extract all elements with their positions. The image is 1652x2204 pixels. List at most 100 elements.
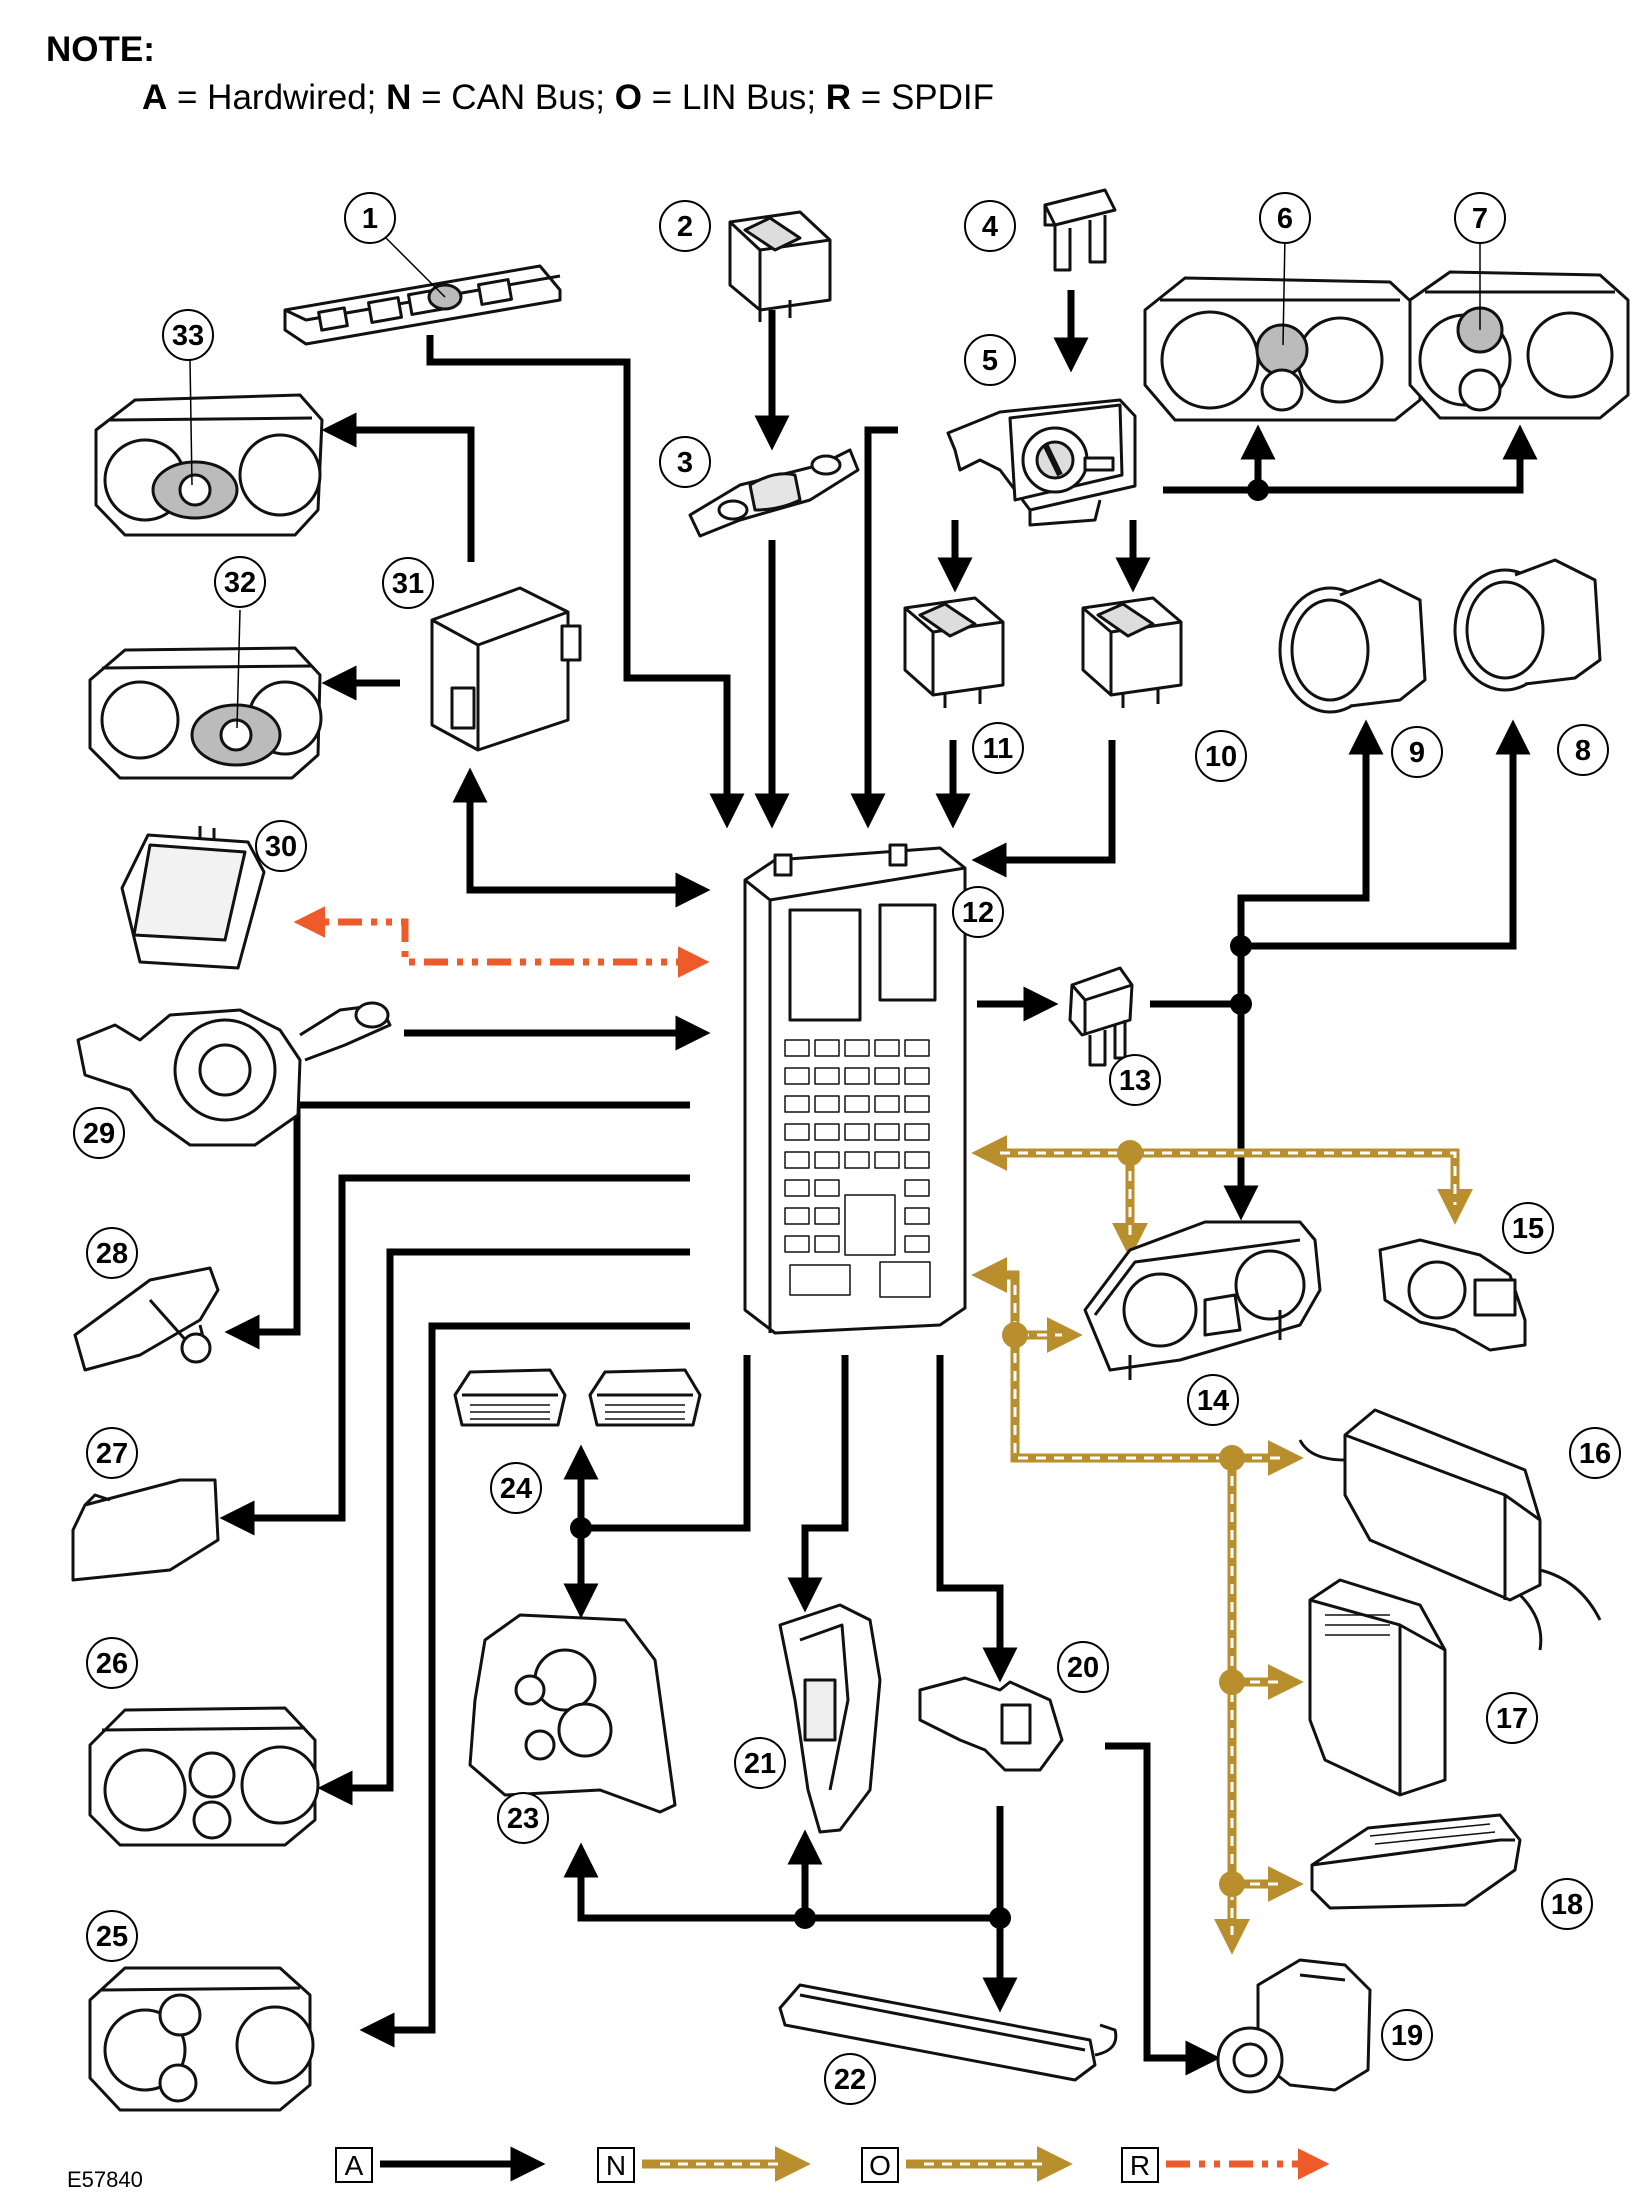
callout-label-27: 27 — [96, 1438, 128, 1470]
wire-12-31-bidir — [452, 767, 711, 908]
callout-label-3: 3 — [677, 447, 693, 479]
callout-circle-7 — [1454, 192, 1506, 244]
callout-label-25: 25 — [96, 1921, 128, 1953]
note-code-o: O — [614, 78, 642, 117]
callout-label-31: 31 — [392, 568, 424, 600]
component-5-light-switch — [946, 398, 1137, 527]
callout-label-10: 10 — [1205, 741, 1237, 773]
callout-label-2: 2 — [677, 211, 693, 243]
component-32-headlamp — [88, 646, 323, 780]
note-meaning-r: SPDIF — [890, 78, 995, 117]
component-20-brake-switch — [918, 1676, 1064, 1772]
component-22-lamp-strip — [778, 1983, 1118, 2082]
wire-5-to-12 — [850, 426, 898, 829]
wire-20-to-bottom-bus — [563, 1806, 1004, 1922]
callout-circle-24 — [490, 1462, 542, 1514]
spdif-line — [293, 906, 710, 978]
junction-22 — [989, 1907, 1011, 1929]
component-4-fuse — [1043, 188, 1117, 272]
callout-circle-28 — [86, 1227, 138, 1279]
component-6-headlamp — [1143, 276, 1422, 422]
callout-label-15: 15 — [1512, 1213, 1544, 1245]
callout-circle-30 — [255, 820, 307, 872]
callout-label-29: 29 — [83, 1118, 115, 1150]
callout-circle-25 — [86, 1910, 138, 1962]
callout-label-7: 7 — [1472, 203, 1488, 235]
wire-1-to-12 — [426, 335, 745, 829]
wire-20-to-19 — [1105, 1742, 1221, 2076]
note-meaning-a: Hardwired — [207, 78, 367, 117]
junction-13 — [1230, 993, 1252, 1015]
callout-circle-23 — [497, 1792, 549, 1844]
callout-circle-31 — [382, 557, 434, 609]
component-29-steering-switches — [76, 1001, 392, 1147]
component-9-fog-lamp — [1278, 578, 1427, 714]
callout-circle-6 — [1259, 192, 1311, 244]
junction-24-23 — [570, 1517, 592, 1539]
note-legend-line: A = Hardwired; N = CAN Bus; O = LIN Bus;… — [142, 78, 995, 117]
note-meaning-n: CAN Bus — [451, 78, 596, 117]
callout-label-6: 6 — [1277, 203, 1293, 235]
callout-label-26: 26 — [96, 1648, 128, 1680]
callout-label-23: 23 — [507, 1803, 539, 1835]
callout-circle-12 — [952, 886, 1004, 938]
callout-label-20: 20 — [1067, 1652, 1099, 1684]
callout-circle-8 — [1557, 724, 1609, 776]
component-25-headlamp — [88, 1966, 315, 2112]
legend-item-can: N — [597, 2146, 811, 2183]
wire-12-to-21 — [787, 1355, 849, 1613]
junction-21 — [794, 1907, 816, 1929]
callout-circle-27 — [86, 1427, 138, 1479]
legend-code-a: A — [345, 2150, 364, 2181]
component-12-central-junction-box — [743, 843, 967, 1335]
callout-label-9: 9 — [1409, 737, 1425, 769]
wire-13-to-14 — [1150, 1000, 1259, 1221]
component-33-headlamp — [94, 393, 324, 537]
wire-12-to-20 — [936, 1355, 1018, 1683]
component-drawings — [71, 188, 1630, 2112]
component-17-ecu — [1308, 1578, 1447, 1797]
callout-circle-17 — [1486, 1692, 1538, 1744]
component-7-headlamp — [1408, 270, 1630, 420]
junction-dots — [570, 479, 1269, 1929]
callout-circle-33 — [162, 309, 214, 361]
wire-to-9 — [1237, 719, 1384, 946]
wire-12-to-26 — [317, 1248, 690, 1806]
callout-label-32: 32 — [224, 567, 256, 599]
component-15-transceiver — [1378, 1238, 1527, 1352]
callout-label-12: 12 — [962, 897, 994, 929]
component-28-side-repeater — [73, 1266, 220, 1372]
legend-item-lin: O — [861, 2146, 1073, 2183]
component-26-headlamp — [88, 1706, 320, 1847]
wire-to-8 — [1241, 719, 1531, 950]
wire-12-to-25 — [359, 1322, 690, 2048]
callout-label-17: 17 — [1496, 1703, 1528, 1735]
legend-code-o: O — [869, 2150, 891, 2181]
component-10-relay — [1081, 596, 1183, 708]
callout-circle-21 — [734, 1737, 786, 1789]
callout-circle-20 — [1057, 1641, 1109, 1693]
callout-label-4: 4 — [982, 211, 998, 243]
component-24-lamps — [453, 1368, 702, 1427]
callout-circle-29 — [73, 1107, 125, 1159]
callout-label-5: 5 — [982, 345, 998, 377]
component-13-fuse — [1068, 966, 1134, 1067]
callout-circle-26 — [86, 1637, 138, 1689]
callout-circle-22 — [824, 2053, 876, 2105]
legend-item-spdif: R — [1121, 2147, 1330, 2183]
note-meaning-o: LIN Bus — [681, 78, 807, 117]
wire-12-to-27 — [219, 1174, 690, 1536]
note-heading: NOTE: — [46, 30, 155, 69]
callout-label-18: 18 — [1551, 1889, 1583, 1921]
junction-8-9 — [1230, 935, 1252, 957]
callout-circle-4 — [964, 200, 1016, 252]
callout-circle-14 — [1187, 1374, 1239, 1426]
callout-label-16: 16 — [1579, 1438, 1611, 1470]
callout-circle-11 — [972, 722, 1024, 774]
wire-10-to-12 — [971, 740, 1116, 878]
component-8-fog-lamp — [1453, 558, 1602, 692]
callout-circle-3 — [659, 436, 711, 488]
wire-31-to-33 — [321, 412, 475, 562]
